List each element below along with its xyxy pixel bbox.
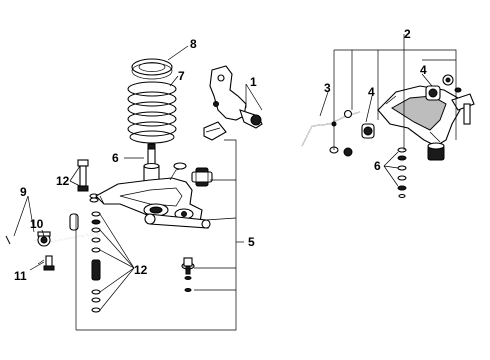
callout-3: 3: [324, 81, 331, 95]
callout-11: 11: [14, 269, 27, 283]
assembly-bracket-2: [333, 34, 457, 150]
stabilizer-link-bolt: [77, 159, 99, 203]
pivot-bar: [144, 213, 211, 229]
callout-6-shock: 6: [112, 151, 119, 165]
callout-4-upper: 4: [420, 63, 427, 77]
callout-2: 2: [404, 27, 411, 41]
coil-spring: [127, 81, 177, 144]
callout-4-lower: 4: [368, 85, 375, 99]
stabilizer-bar: [5, 233, 101, 245]
upper-arm-bushing: [361, 74, 454, 139]
shim-stack: [397, 147, 407, 199]
stabilizer-link-stack: [69, 211, 101, 313]
callout-6-shim: 6: [374, 159, 381, 173]
lower-ball-joint: [181, 257, 195, 292]
bushing: [191, 167, 213, 187]
steering-knuckle: [203, 65, 263, 141]
callout-5: 5: [248, 235, 255, 249]
leader-lines-left: [13, 45, 263, 311]
callout-12-upper: 12: [56, 174, 70, 188]
stabilizer-bushing: [37, 231, 51, 247]
callout-10: 10: [30, 217, 44, 231]
callout-8: 8: [190, 37, 197, 51]
cross-shaft: [301, 109, 361, 157]
assembly-bracket-5: [75, 139, 244, 331]
callout-12-lower: 12: [134, 263, 148, 277]
bracket-bolt: [37, 255, 55, 271]
callout-7: 7: [178, 69, 185, 83]
leader-lines-right: [319, 73, 433, 187]
callout-9: 9: [20, 185, 27, 199]
lower-control-arm: [95, 162, 203, 227]
upper-control-arm: [377, 85, 461, 147]
spring-insulator: [131, 58, 173, 80]
callout-1: 1: [250, 75, 257, 89]
upper-ball-joint: [427, 87, 475, 161]
